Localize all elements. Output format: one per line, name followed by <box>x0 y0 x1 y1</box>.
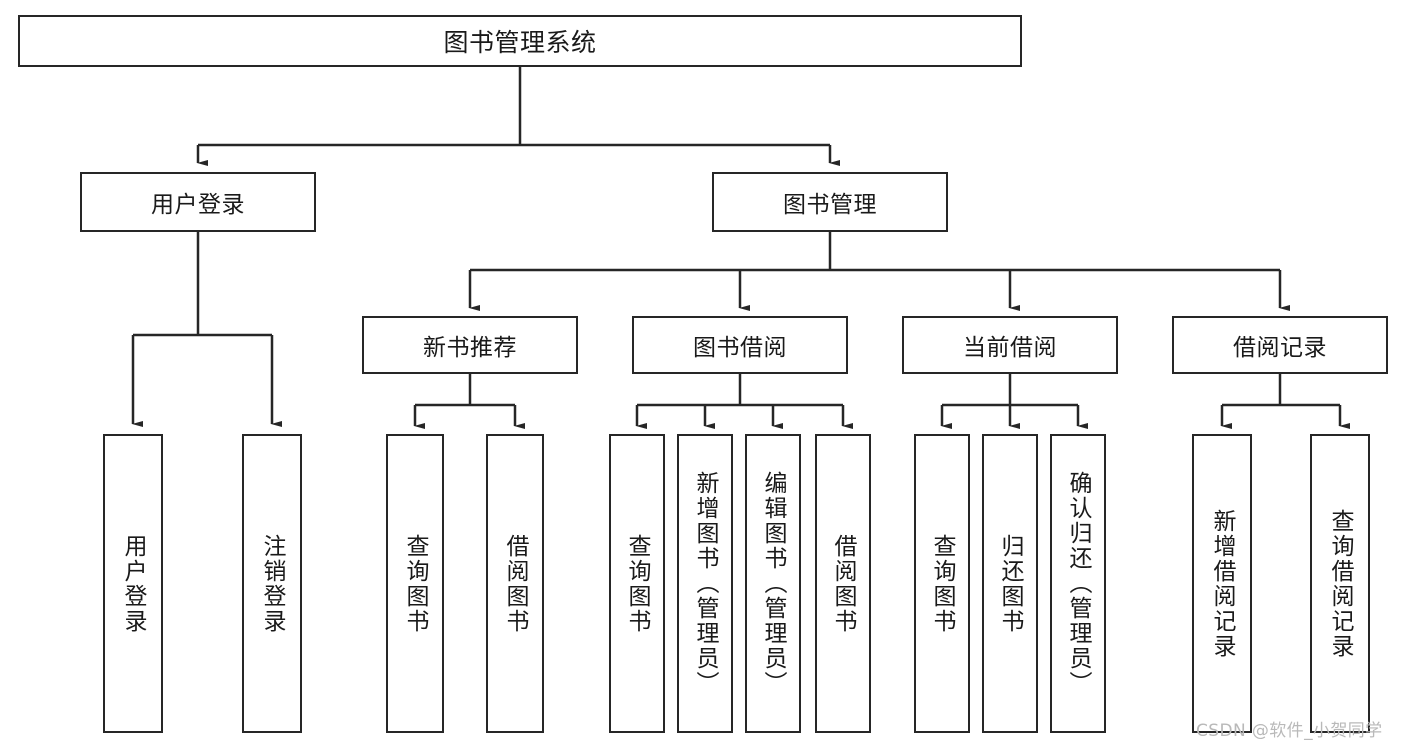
node-label: 用户登录 <box>120 533 147 634</box>
node-book-borrow[interactable]: 图书借阅 <box>632 316 848 374</box>
leaf-current-confirm-return-admin[interactable]: 确认归还（管理员） <box>1050 434 1106 733</box>
leaf-borrow-edit-book-admin[interactable]: 编辑图书（管理员） <box>745 434 801 733</box>
node-borrow-record[interactable]: 借阅记录 <box>1172 316 1388 374</box>
node-label: 查询图书 <box>929 533 956 634</box>
node-label: 借阅记录 <box>1233 335 1327 361</box>
node-new-book-recommend[interactable]: 新书推荐 <box>362 316 578 374</box>
leaf-current-return-book[interactable]: 归还图书 <box>982 434 1038 733</box>
node-label: 图书借阅 <box>693 335 787 361</box>
leaf-recommend-query-book[interactable]: 查询图书 <box>386 434 444 733</box>
leaf-current-query-book[interactable]: 查询图书 <box>914 434 970 733</box>
leaf-record-add-record[interactable]: 新增借阅记录 <box>1192 434 1252 733</box>
node-label: 新书推荐 <box>423 335 517 361</box>
node-book-management[interactable]: 图书管理 <box>712 172 948 232</box>
node-label: 注销登录 <box>259 533 286 634</box>
leaf-borrow-add-book-admin[interactable]: 新增图书（管理员） <box>677 434 733 733</box>
leaf-borrow-query-book[interactable]: 查询图书 <box>609 434 665 733</box>
node-root-system[interactable]: 图书管理系统 <box>18 15 1022 67</box>
node-label: 查询图书 <box>624 533 651 634</box>
node-label: 当前借阅 <box>963 335 1057 361</box>
node-label: 借阅图书 <box>502 533 529 634</box>
node-label: 归还图书 <box>997 533 1024 634</box>
node-label: 编辑图书（管理员） <box>760 471 787 696</box>
leaf-borrow-borrow-book[interactable]: 借阅图书 <box>815 434 871 733</box>
leaf-recommend-borrow-book[interactable]: 借阅图书 <box>486 434 544 733</box>
node-label: 确认归还（管理员） <box>1065 471 1092 696</box>
node-label: 新增借阅记录 <box>1209 508 1236 659</box>
leaf-user-login-login[interactable]: 用户登录 <box>103 434 163 733</box>
node-user-login[interactable]: 用户登录 <box>80 172 316 232</box>
node-label: 新增图书（管理员） <box>692 471 719 696</box>
leaf-record-query-record[interactable]: 查询借阅记录 <box>1310 434 1370 733</box>
csdn-watermark: CSDN @软件_小贺同学 <box>1196 721 1383 741</box>
node-label: 查询借阅记录 <box>1327 508 1354 659</box>
leaf-user-login-logout[interactable]: 注销登录 <box>242 434 302 733</box>
node-current-borrow[interactable]: 当前借阅 <box>902 316 1118 374</box>
node-label: 借阅图书 <box>830 533 857 634</box>
node-label: 图书管理 <box>783 192 877 218</box>
node-label: 查询图书 <box>402 533 429 634</box>
node-label: 用户登录 <box>151 192 245 218</box>
node-label: 图书管理系统 <box>443 28 597 57</box>
